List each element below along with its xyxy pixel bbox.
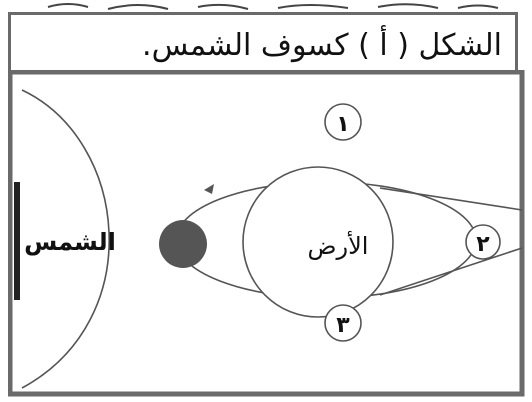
earth-label: الأرض [308, 231, 369, 260]
shadow-line-top [379, 187, 523, 211]
position-1-circle [324, 103, 362, 141]
position-1-label: ١ [336, 112, 349, 137]
diagram-border [7, 69, 525, 397]
earth-circle [242, 166, 394, 318]
sun-edge-mark [14, 182, 20, 300]
position-2-label: ٢ [476, 232, 490, 257]
solar-eclipse-diagram: الشمس الأرض ١ ٢ ٣ [7, 69, 526, 398]
orbit-arrow-icon [204, 184, 214, 194]
position-2-circle [465, 224, 501, 260]
cropped-text-top-edge [8, 0, 526, 12]
moon-disc [159, 220, 207, 268]
sun-label: الشمس [24, 228, 116, 256]
position-3-label: ٣ [336, 313, 350, 338]
position-3-circle [324, 304, 362, 342]
shadow-line-bottom [379, 247, 523, 296]
figure-caption: الشكل ( أ ) كسوف الشمس. [142, 28, 502, 63]
caption-box [8, 12, 518, 70]
sun-shape [21, 89, 110, 389]
